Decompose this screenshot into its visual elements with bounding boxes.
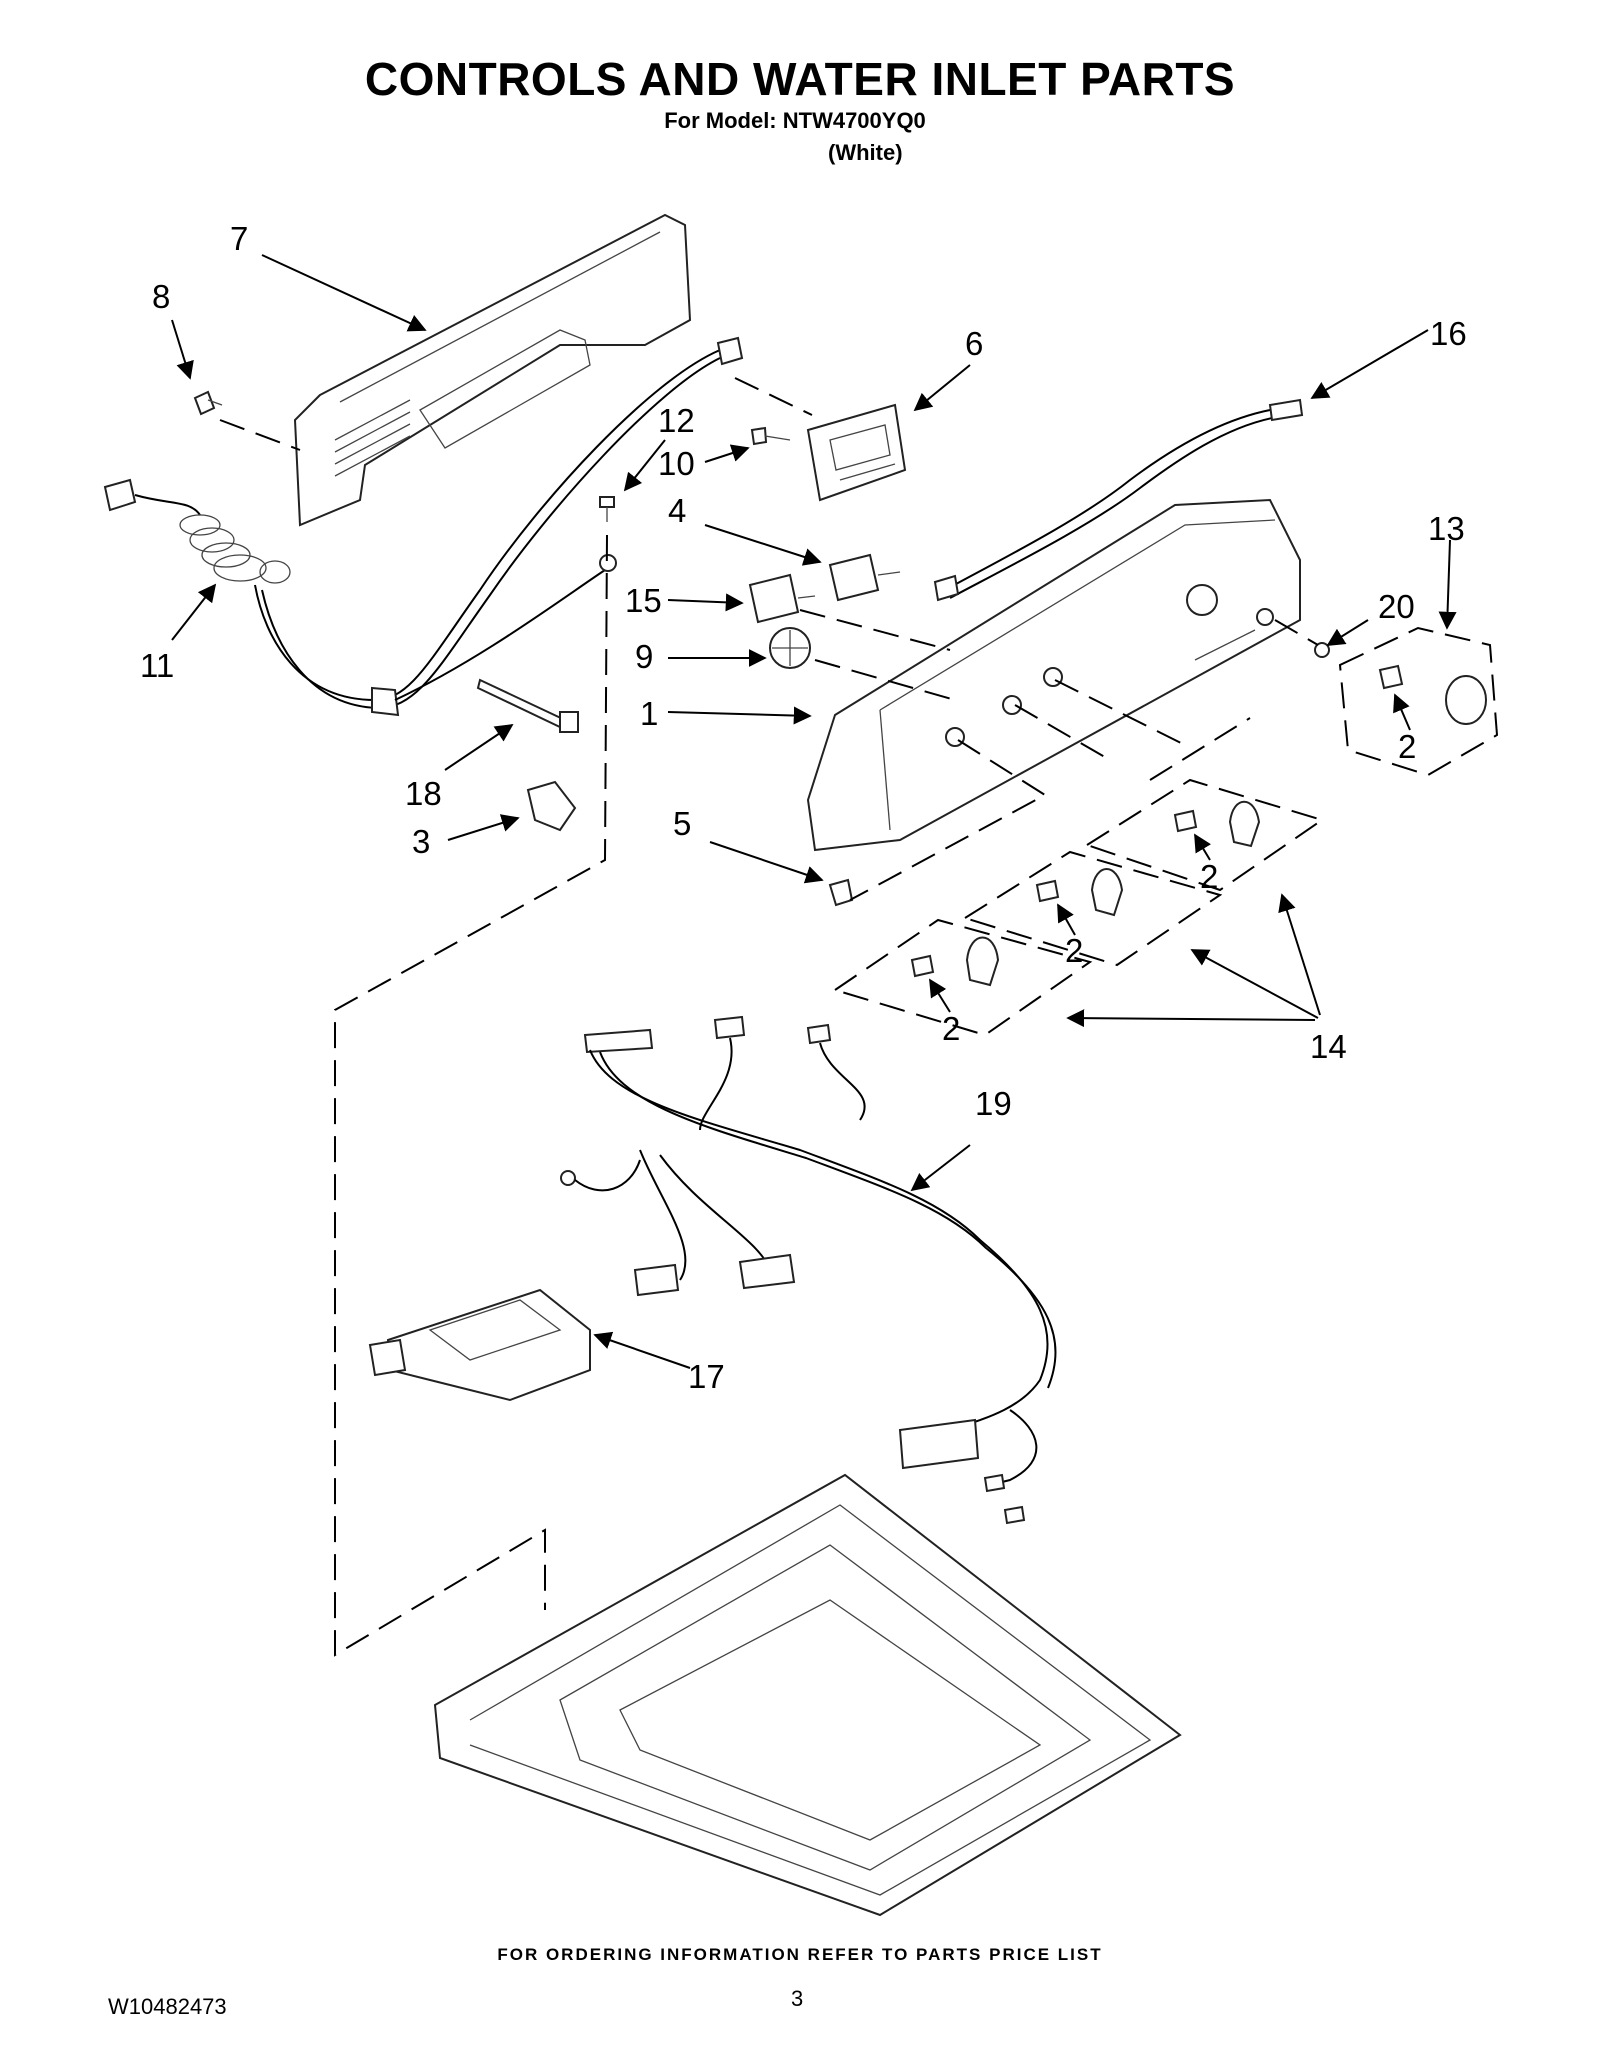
arrow-1: [667, 706, 812, 725]
arrow-8: [171, 319, 194, 380]
document-number: W10482473: [108, 1994, 227, 2019]
arrow-18: [444, 723, 514, 771]
screw-8: [193, 390, 223, 416]
wire-harness-19: [560, 1015, 1057, 1525]
callout-2c: 2: [1065, 932, 1083, 969]
clip-3: [526, 780, 577, 832]
arrow-11: [171, 583, 217, 641]
arrow-15: [667, 593, 744, 612]
callout-4: 4: [668, 492, 686, 529]
screw-10: [750, 426, 791, 446]
switch-9: [769, 627, 811, 669]
arrow-14c: [1278, 893, 1321, 1016]
callout-17: 17: [688, 1358, 725, 1395]
callout-20: 20: [1378, 588, 1415, 625]
model-subtitle: For Model: NTW4700YQ0: [664, 108, 926, 133]
callout-18: 18: [405, 775, 442, 812]
arrow-4: [704, 524, 822, 566]
arrow-2c: [1194, 833, 1212, 861]
control-board: [806, 403, 907, 502]
arrow-7: [261, 254, 427, 332]
page-number: 3: [791, 1986, 804, 2011]
dash-line-switch: [799, 609, 956, 701]
arrow-2b: [1057, 903, 1076, 936]
power-cord: [103, 336, 744, 717]
knob-13: [1314, 642, 1487, 725]
callout-9: 9: [635, 638, 653, 675]
arrow-3: [447, 814, 520, 841]
callout-13: 13: [1428, 510, 1465, 547]
knobs-14: [832, 717, 1325, 1037]
dash-knob-13: [1338, 626, 1499, 777]
arrow-5: [709, 841, 824, 884]
callout-8: 8: [152, 278, 170, 315]
callout-6: 6: [965, 325, 983, 362]
arrow-10: [704, 444, 750, 463]
dash-line-knob-2: [849, 679, 1186, 901]
rear-console-panel: [293, 213, 692, 527]
color-subtitle: (White): [828, 140, 903, 165]
arrow-19: [910, 1144, 971, 1192]
console: [806, 498, 1301, 852]
dash-line-panel: [219, 419, 301, 451]
arrow-14a: [1066, 1009, 1316, 1028]
arrow-13: [1438, 539, 1457, 630]
callout-10: 10: [658, 445, 695, 482]
dispenser-17: [368, 1288, 591, 1402]
arrow-14b: [1190, 949, 1319, 1019]
callout-3: 3: [412, 823, 430, 860]
callout-1: 1: [640, 695, 658, 732]
top-cover: [433, 1473, 1182, 1917]
callout-14: 14: [1310, 1028, 1347, 1065]
arrow-6: [913, 364, 971, 412]
arrow-20: [1326, 619, 1369, 646]
callout-11: 11: [140, 647, 174, 684]
callout-16: 16: [1430, 315, 1467, 352]
callout-2e: 2: [1398, 728, 1416, 765]
callout-2b: 2: [942, 1010, 960, 1047]
page-title: CONTROLS AND WATER INLET PARTS: [364, 53, 1236, 105]
arrow-16: [1310, 329, 1429, 399]
clip-5: [828, 878, 854, 907]
arrow-12: [623, 439, 666, 492]
dash-line-left: [334, 534, 608, 1657]
arrow-2a: [929, 978, 951, 1013]
ordering-note: FOR ORDERING INFORMATION REFER TO PARTS …: [497, 1945, 1103, 1964]
switch-4: [828, 553, 901, 602]
switch-15: [748, 573, 816, 624]
cable-tie-18: [476, 678, 579, 733]
dash-line-20: [1274, 619, 1319, 646]
dash-line-board: [734, 377, 813, 416]
callout-19: 19: [975, 1085, 1012, 1122]
arrow-17: [593, 1331, 691, 1369]
screw-12: [599, 496, 615, 522]
callout-7: 7: [230, 220, 248, 257]
callout-2d: 2: [1200, 858, 1218, 895]
wire-harness-16: [933, 398, 1304, 602]
callout-5: 5: [673, 805, 691, 842]
callout-15: 15: [625, 582, 662, 619]
arrow-2d: [1393, 693, 1411, 731]
callout-12: 12: [658, 402, 695, 439]
